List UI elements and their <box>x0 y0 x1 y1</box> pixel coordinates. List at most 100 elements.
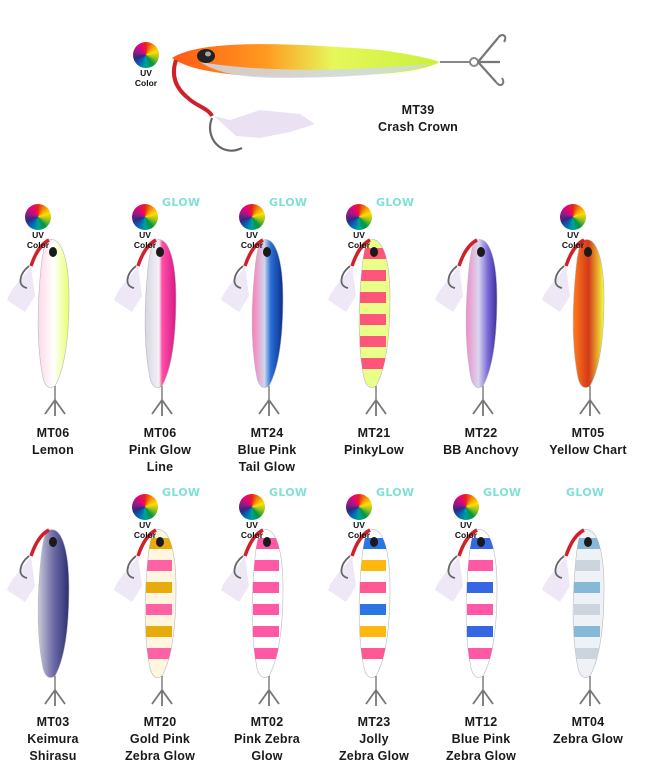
uv-color-wheel-icon <box>453 494 479 520</box>
uv-badge-line2: Color <box>347 530 371 540</box>
uv-badge-line1: UV <box>460 520 472 530</box>
lure-code: MT04 <box>571 715 605 729</box>
lure-image <box>219 508 315 713</box>
uv-color-badge: UV Color <box>130 494 160 540</box>
glow-badge: GLOW <box>566 486 605 499</box>
uv-color-badge: UV Color <box>344 494 374 540</box>
uv-color-badge: UV Color <box>451 494 481 540</box>
lure-image <box>433 508 529 713</box>
uv-badge-line2: Color <box>134 78 158 88</box>
uv-badge-line2: Color <box>240 240 264 250</box>
lure-image <box>112 218 208 423</box>
lure-name-line1: Zebra Glow <box>552 732 624 746</box>
lure-name-line1: Lemon <box>32 443 74 457</box>
uv-badge-line1: UV <box>139 230 151 240</box>
lure-image <box>326 218 422 423</box>
uv-badge-line2: Color <box>347 240 371 250</box>
lure-image <box>540 218 636 423</box>
lure-code: MT23 <box>357 715 391 729</box>
uv-badge-line1: UV <box>140 68 152 78</box>
uv-badge-line1: UV <box>246 520 258 530</box>
lure-name-line2: Glow <box>251 749 283 763</box>
lure-code: MT05 <box>571 426 605 440</box>
uv-color-wheel-icon <box>560 204 586 230</box>
uv-color-badge: UV Color <box>237 204 267 250</box>
uv-color-wheel-icon <box>239 204 265 230</box>
lure-code: MT03 <box>36 715 70 729</box>
uv-color-badge: UV Color <box>23 204 53 250</box>
lure-name-line1: Blue Pink <box>451 732 511 746</box>
lure-code: MT02 <box>250 715 284 729</box>
uv-color-wheel-icon <box>133 42 159 68</box>
uv-color-wheel-icon <box>346 494 372 520</box>
uv-badge-line2: Color <box>133 530 157 540</box>
uv-badge-line1: UV <box>246 230 258 240</box>
glow-badge: GLOW <box>483 486 522 499</box>
lure-image <box>5 508 101 713</box>
glow-badge: GLOW <box>162 196 201 209</box>
lure-name-line1: Blue Pink <box>237 443 297 457</box>
glow-badge: GLOW <box>162 486 201 499</box>
uv-color-wheel-icon <box>346 204 372 230</box>
uv-badge-line2: Color <box>133 240 157 250</box>
uv-color-wheel-icon <box>25 204 51 230</box>
lure-name-line1: Pink Zebra <box>234 732 300 746</box>
lure-image <box>433 218 529 423</box>
hero-uv-badge: UV Color <box>131 42 161 88</box>
lure-image <box>5 218 101 423</box>
lure-name-line2: Zebra Glow <box>338 749 410 763</box>
uv-badge-line2: Color <box>240 530 264 540</box>
hero-code: MT39 <box>401 103 435 117</box>
lure-code: MT12 <box>464 715 498 729</box>
lure-name-line2: Shirasu <box>29 749 77 763</box>
lure-name-line1: Pink Glow <box>128 443 192 457</box>
uv-badge-line1: UV <box>353 230 365 240</box>
uv-badge-line2: Color <box>561 240 585 250</box>
lure-code: MT22 <box>464 426 498 440</box>
hero-caption: MT39 Crash Crown <box>363 102 473 136</box>
lure-code: MT06 <box>36 426 70 440</box>
lure-code: MT20 <box>143 715 177 729</box>
lure-code: MT24 <box>250 426 284 440</box>
lure-code: MT06 <box>143 426 177 440</box>
glow-badge: GLOW <box>269 486 308 499</box>
lure-image <box>540 508 636 713</box>
uv-color-badge: UV Color <box>558 204 588 250</box>
lure-image <box>112 508 208 713</box>
lure-name-line1: BB Anchovy <box>443 443 519 457</box>
lure-caption: MT22 BB Anchovy <box>428 425 534 459</box>
lure-code: MT21 <box>357 426 391 440</box>
lure-image <box>326 508 422 713</box>
lure-name-line2: Zebra Glow <box>124 749 196 763</box>
lure-image <box>219 218 315 423</box>
uv-badge-line2: Color <box>454 530 478 540</box>
uv-color-badge: UV Color <box>237 494 267 540</box>
glow-badge: GLOW <box>269 196 308 209</box>
uv-color-wheel-icon <box>132 204 158 230</box>
uv-badge-line1: UV <box>353 520 365 530</box>
uv-badge-line2: Color <box>26 240 50 250</box>
glow-badge: GLOW <box>376 486 415 499</box>
lure-name-line2: Line <box>146 460 174 474</box>
uv-badge-line1: UV <box>32 230 44 240</box>
uv-color-wheel-icon <box>239 494 265 520</box>
glow-badge: GLOW <box>376 196 415 209</box>
uv-color-badge: UV Color <box>130 204 160 250</box>
hero-lure-image <box>171 34 507 152</box>
lure-name-line1: Jolly <box>359 732 389 746</box>
uv-color-wheel-icon <box>132 494 158 520</box>
uv-badge-line1: UV <box>567 230 579 240</box>
lure-name-line1: Yellow Chart <box>549 443 627 457</box>
uv-badge-line1: UV <box>139 520 151 530</box>
